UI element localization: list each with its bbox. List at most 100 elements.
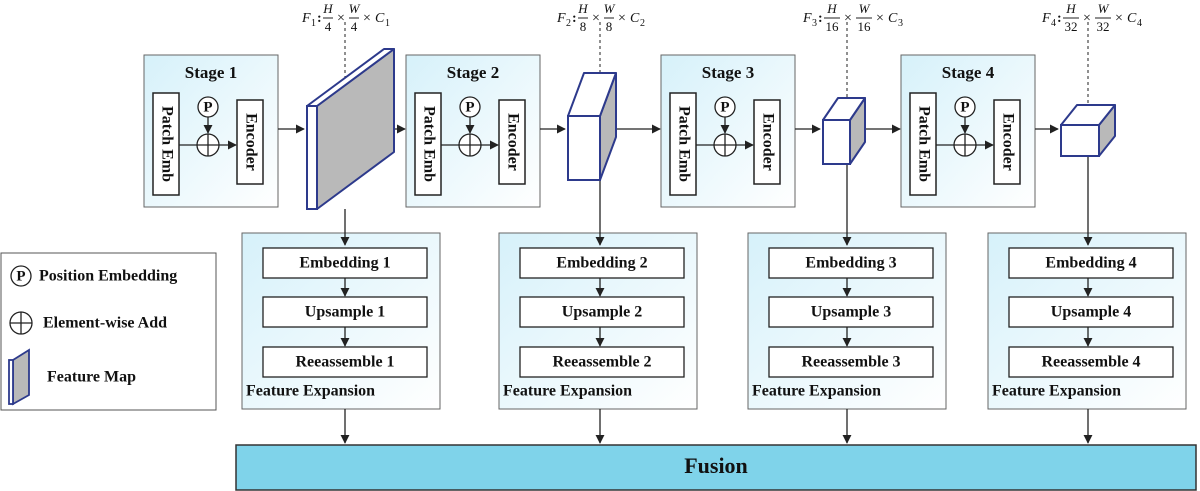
legend-feature-map-icon xyxy=(8,348,30,406)
expansion-2-row-1-box xyxy=(519,247,685,279)
feature-3-times-1: × xyxy=(844,11,852,26)
expansion-1-row-2-label: Upsample 1 xyxy=(305,304,385,321)
feature-2-times-2: × xyxy=(618,11,626,26)
feature-map-1 xyxy=(306,48,395,210)
feature-2-times-1: × xyxy=(592,11,600,26)
expansion-2-caption: Feature Expansion xyxy=(503,383,632,400)
feature-2-name: F xyxy=(556,11,566,26)
feature-1-subscript: 1 xyxy=(311,18,316,29)
feature-2-h-fraction-numerator: H xyxy=(577,1,588,16)
feature-2-colon: : xyxy=(572,11,577,26)
feature-4-subscript: 4 xyxy=(1051,18,1056,29)
feature-map-4-front-face xyxy=(1060,124,1100,157)
stage-2-p-icon-letter: P xyxy=(465,99,474,115)
stage-3-patch-emb-box xyxy=(669,92,697,196)
feature-3-h-fraction-numerator: H xyxy=(826,1,837,16)
expansion-3-row-3-box xyxy=(768,346,934,378)
feature-map-1-front-face xyxy=(306,105,318,210)
feature-3-w-fraction-numerator: W xyxy=(859,1,871,16)
feature-map-3-front-face xyxy=(822,119,851,165)
feature-4-w-fraction-numerator: W xyxy=(1098,1,1110,16)
feature-2-subscript: 2 xyxy=(566,18,571,29)
feature-1-name: F xyxy=(301,11,311,26)
feature-4-times-2: × xyxy=(1115,11,1123,26)
feature-4-h-fraction-denominator: 32 xyxy=(1065,19,1078,34)
expansion-3-row-1-box xyxy=(768,247,934,279)
legend-element-wise-add-icon xyxy=(9,311,33,335)
stage-1-encoder-box xyxy=(236,99,264,185)
expansion-4-caption: Feature Expansion xyxy=(992,383,1121,400)
stage-2-add-icon xyxy=(458,133,482,157)
expansion-3-row-3-label: Reeassemble 3 xyxy=(801,354,900,371)
stage-2-encoder-box xyxy=(498,99,526,185)
legend-position-embedding-icon-letter: P xyxy=(16,268,25,284)
feature-1-colon: : xyxy=(317,11,322,26)
expansion-1-row-2-box xyxy=(262,296,428,328)
stage-1-patch-emb-label: Patch Emb xyxy=(158,106,175,182)
stage-3-encoder-box xyxy=(753,99,781,185)
legend-position-embedding-label: Position Embedding xyxy=(39,268,177,285)
feature-3-subscript: 3 xyxy=(812,18,817,29)
feature-4-channel-subscript: 4 xyxy=(1137,18,1142,29)
expansion-1-row-3-box xyxy=(262,346,428,378)
feature-3-channel-subscript: 3 xyxy=(898,18,903,29)
stage-3-patch-emb-label: Patch Emb xyxy=(675,106,692,182)
stage-1-title: Stage 1 xyxy=(185,63,237,82)
feature-1-channel-subscript: 1 xyxy=(385,18,390,29)
expansion-4-row-1-label: Embedding 4 xyxy=(1045,255,1136,272)
feature-2-channel: C xyxy=(630,11,640,26)
fusion-label: Fusion xyxy=(684,453,748,478)
stage-3-encoder-label: Encoder xyxy=(759,113,776,171)
legend-element-wise-add-label: Element-wise Add xyxy=(43,315,167,332)
feature-1-times-1: × xyxy=(337,11,345,26)
expansion-3-row-2-box xyxy=(768,296,934,328)
expansion-1-row-1-label: Embedding 1 xyxy=(299,255,390,272)
feature-4-name: F xyxy=(1041,11,1051,26)
stage-1-p-icon-letter: P xyxy=(203,99,212,115)
legend-panel xyxy=(0,252,217,411)
legend-feature-map-label: Feature Map xyxy=(47,369,136,386)
feature-3-times-2: × xyxy=(876,11,884,26)
expansion-2-row-3-label: Reeassemble 2 xyxy=(552,354,651,371)
feature-map-3 xyxy=(822,97,866,165)
feature-2-channel-subscript: 2 xyxy=(640,18,645,29)
stage-1-patch-emb-box xyxy=(152,92,180,196)
expansion-4-row-1-box xyxy=(1008,247,1174,279)
feature-2-w-fraction-numerator: W xyxy=(604,1,616,16)
expansion-2-row-3-box xyxy=(519,346,685,378)
stage-2-patch-emb-label: Patch Emb xyxy=(420,106,437,182)
stage-1-encoder-label: Encoder xyxy=(242,113,259,171)
legend-feature-map-side xyxy=(12,348,30,406)
expansion-4-row-2-label: Upsample 4 xyxy=(1051,304,1131,321)
stage-2-encoder-label: Encoder xyxy=(504,113,521,171)
expansion-3-row-2-label: Upsample 3 xyxy=(811,304,891,321)
feature-4-channel: C xyxy=(1127,11,1137,26)
feature-3-w-fraction-denominator: 16 xyxy=(858,19,872,34)
stage-4-encoder-box xyxy=(993,99,1021,185)
legend-position-embedding-icon xyxy=(10,265,32,287)
stage-4-patch-emb-box xyxy=(909,92,937,196)
expansion-3-row-1-label: Embedding 3 xyxy=(805,255,896,272)
feature-3-h-fraction-denominator: 16 xyxy=(826,19,840,34)
stage-3-p-icon-letter: P xyxy=(720,99,729,115)
expansion-4-row-3-label: Reeassemble 4 xyxy=(1041,354,1140,371)
feature-map-2 xyxy=(567,72,617,181)
feature-3-channel: C xyxy=(888,11,898,26)
expansion-1-caption: Feature Expansion xyxy=(246,383,375,400)
stage-4-title: Stage 4 xyxy=(942,63,995,82)
legend-feature-map-front xyxy=(8,359,14,405)
feature-4-times-1: × xyxy=(1083,11,1091,26)
stage-3-title: Stage 3 xyxy=(702,63,754,82)
expansion-3-caption: Feature Expansion xyxy=(752,383,881,400)
feature-1-channel: C xyxy=(375,11,385,26)
expansion-2-row-2-label: Upsample 2 xyxy=(562,304,642,321)
expansion-2-row-2-box xyxy=(519,296,685,328)
feature-3-name: F xyxy=(802,11,812,26)
stage-4-add-icon xyxy=(953,133,977,157)
